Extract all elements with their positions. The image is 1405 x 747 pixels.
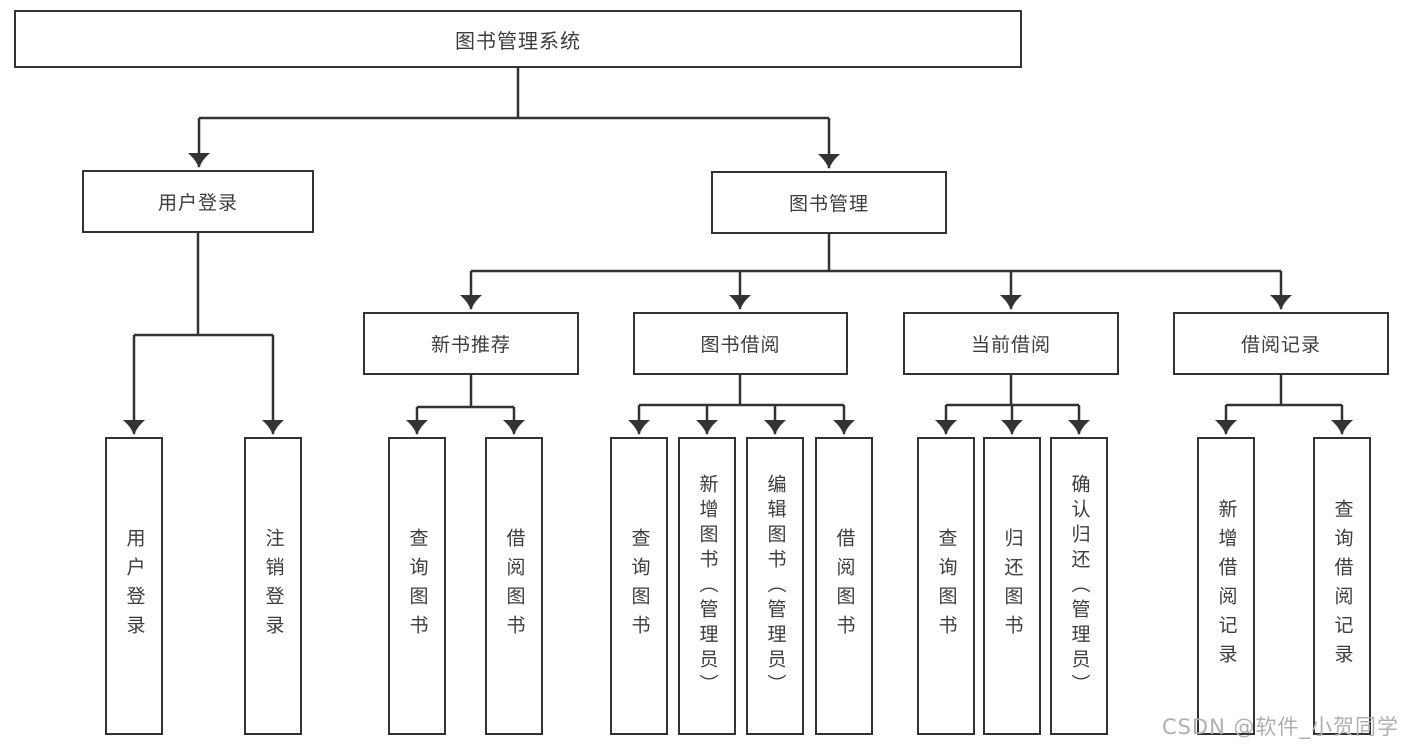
- node-book-borrow: 图书借阅: [633, 312, 848, 375]
- leaf-edit-book-admin: 编辑图书（管理员）: [746, 437, 804, 735]
- node-label: 用户登录: [123, 528, 146, 644]
- node-label: 新增借阅记录: [1215, 499, 1238, 673]
- node-label: 新增图书（管理员）: [696, 473, 719, 699]
- leaf-add-book-admin: 新增图书（管理员）: [678, 437, 736, 735]
- node-label: 借阅记录: [1240, 334, 1321, 356]
- connector-book-management-trunk: [471, 234, 1281, 273]
- connector-root-trunk: [199, 68, 829, 120]
- leaf-return-book: 归还图书: [983, 437, 1041, 735]
- leaf-query-books-current: 查询图书: [917, 437, 975, 735]
- node-label: 查询图书: [628, 528, 651, 644]
- node-user-login: 用户登录: [82, 170, 314, 233]
- node-new-book-recommend: 新书推荐: [363, 312, 579, 375]
- connector-user-login-trunk: [134, 233, 273, 337]
- node-borrow-records: 借阅记录: [1173, 312, 1389, 375]
- leaf-add-borrow-record: 新增借阅记录: [1197, 437, 1255, 735]
- connector-new-book-trunk: [417, 375, 514, 409]
- connector-current-borrow-trunk: [946, 375, 1079, 407]
- node-label: 用户登录: [157, 192, 238, 214]
- node-label: 当前借阅: [970, 334, 1051, 356]
- leaf-borrow-books-recommend: 借阅图书: [485, 437, 543, 735]
- leaf-query-books-borrow: 查询图书: [610, 437, 668, 735]
- node-label: 归还图书: [1001, 528, 1024, 644]
- node-label: 新书推荐: [430, 334, 511, 356]
- node-current-borrow: 当前借阅: [903, 312, 1119, 375]
- leaf-confirm-return-admin: 确认归还（管理员）: [1050, 437, 1108, 735]
- node-label: 查询借阅记录: [1331, 499, 1354, 673]
- node-label: 图书管理: [788, 193, 869, 215]
- leaf-borrow-books: 借阅图书: [815, 437, 873, 735]
- leaf-logout: 注销登录: [244, 437, 302, 735]
- node-library-management-system: 图书管理系统: [14, 10, 1022, 68]
- node-label: 图书管理系统: [455, 28, 581, 53]
- leaf-user-login: 用户登录: [105, 437, 163, 735]
- node-book-management: 图书管理: [711, 171, 947, 234]
- leaf-query-books-recommend: 查询图书: [388, 437, 446, 735]
- node-label: 借阅图书: [503, 528, 526, 644]
- node-label: 借阅图书: [833, 528, 856, 644]
- leaf-query-borrow-record: 查询借阅记录: [1313, 437, 1371, 735]
- node-label: 图书借阅: [700, 334, 781, 356]
- csdn-watermark: CSDN @软件_小贺同学: [1161, 715, 1399, 739]
- connector-borrow-records-trunk: [1226, 375, 1342, 407]
- node-label: 确认归还（管理员）: [1068, 473, 1091, 699]
- node-label: 注销登录: [262, 528, 285, 644]
- node-label: 编辑图书（管理员）: [764, 473, 787, 699]
- connector-book-borrow-trunk: [639, 375, 844, 407]
- node-label: 查询图书: [935, 528, 958, 644]
- node-label: 查询图书: [406, 528, 429, 644]
